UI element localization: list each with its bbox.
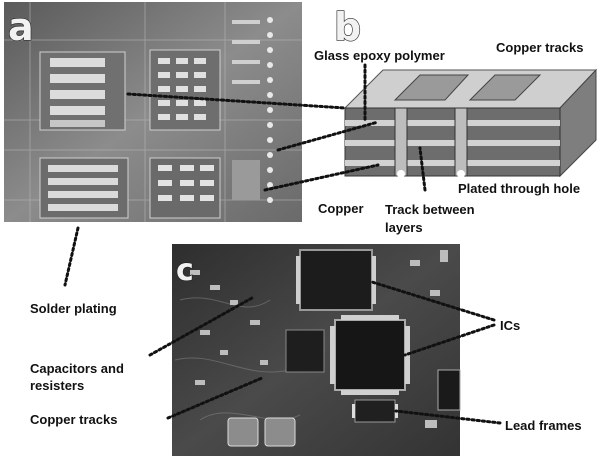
label-capacitors-line1: Capacitors and xyxy=(30,361,124,376)
panel-a-letter: a xyxy=(8,5,34,49)
copper-layer-2 xyxy=(345,140,560,146)
label-copper-tracks-top: Copper tracks xyxy=(496,40,583,55)
label-track-between-line1: Track between xyxy=(385,202,475,217)
plated-through-hole-right xyxy=(455,108,467,176)
pad-group-upper-left xyxy=(40,52,125,130)
plated-through-hole-left xyxy=(395,108,407,176)
pad-group-upper-middle xyxy=(150,50,220,130)
lead-frame-chip xyxy=(352,400,398,422)
label-copper: Copper xyxy=(318,201,364,216)
ic-lower xyxy=(330,315,410,395)
capacitor-large-1 xyxy=(228,418,258,446)
copper-layer-1 xyxy=(345,120,560,126)
panel-b-letter: b xyxy=(334,5,361,49)
ic-upper xyxy=(296,250,376,310)
label-track-between-line2: layers xyxy=(385,220,423,235)
label-lead-frames: Lead frames xyxy=(505,418,582,433)
label-glass-epoxy: Glass epoxy polymer xyxy=(314,48,445,63)
label-capacitors-line2: resisters xyxy=(30,378,84,393)
label-ics: ICs xyxy=(500,318,520,333)
label-solder-plating: Solder plating xyxy=(30,301,117,316)
label-copper-tracks-bottom: Copper tracks xyxy=(30,412,117,427)
panel-c-letter: c xyxy=(176,253,194,288)
pad-group-lower-left xyxy=(40,158,128,218)
board-top-face xyxy=(345,70,596,108)
leader-solder-plating xyxy=(65,228,78,285)
pad-group-lower-middle xyxy=(150,158,220,218)
board-front-face xyxy=(345,108,560,178)
capacitor-large-2 xyxy=(265,418,295,446)
panel-b-cross-section: b xyxy=(334,5,596,178)
label-plated-through-hole: Plated through hole xyxy=(458,181,580,196)
panel-a-photo: a xyxy=(4,2,302,222)
ic-small-left xyxy=(286,330,324,372)
